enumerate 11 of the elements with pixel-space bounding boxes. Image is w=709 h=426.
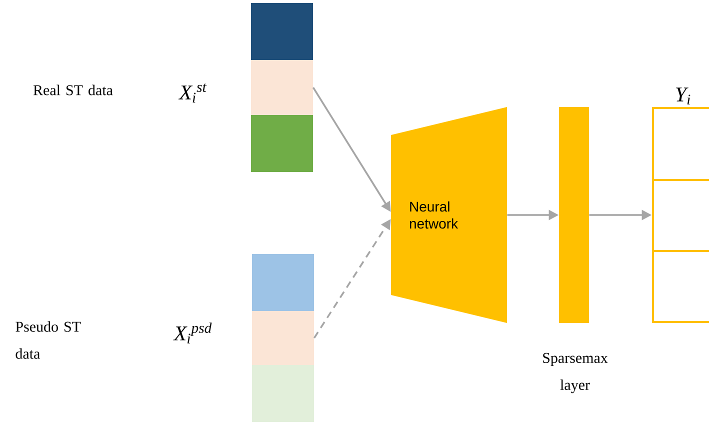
layer-label: Sparsemax layer bbox=[543, 352, 608, 394]
network-trapezoid: Neural network bbox=[391, 107, 507, 323]
math-symbol: X$_{i}$psd bbox=[173, 322, 212, 344]
output-vector bbox=[652, 107, 709, 323]
data-label: Real ST data bbox=[33, 84, 113, 96]
data-vector bbox=[251, 3, 313, 172]
data-label: Pseudo ST data bbox=[16, 321, 81, 359]
math-symbol: X$_{i}$st bbox=[178, 84, 207, 102]
math-symbol: Y$_{i}$ bbox=[676, 88, 690, 104]
data-vector bbox=[252, 254, 314, 422]
layer-bar bbox=[559, 107, 589, 323]
